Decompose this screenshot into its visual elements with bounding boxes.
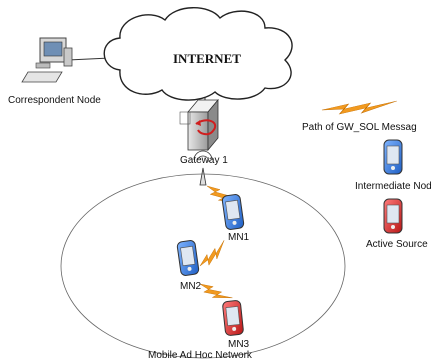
- link-computer-cloud: [67, 57, 111, 61]
- legend-path-bolt-icon: [320, 99, 398, 116]
- computer-icon: [21, 37, 73, 83]
- correspondent-node-label: Correspondent Node: [8, 95, 101, 106]
- internet-label: INTERNET: [173, 51, 241, 66]
- legend-intermediate-phone-icon: [383, 139, 403, 175]
- mn3-label: MN3: [228, 339, 250, 350]
- mn1-phone-icon: [221, 193, 245, 231]
- mn2-phone-icon: [176, 239, 200, 277]
- path-bolt-mn1-mn2: [194, 239, 232, 270]
- network-label: Mobile Ad Hoc Network: [148, 350, 253, 360]
- gateway-label: Gateway 1: [180, 155, 228, 166]
- manet-boundary: [60, 173, 346, 359]
- mn1-label: MN1: [228, 232, 250, 243]
- legend-active-label: Active Source: [366, 239, 428, 250]
- legend: Path of GW_SOL Messag Intermediate Node …: [302, 99, 431, 250]
- mn3-phone-icon: [221, 299, 245, 337]
- legend-intermediate-label: Intermediate Node: [355, 181, 431, 192]
- gateway-server-icon: [179, 98, 219, 152]
- internet-cloud: [103, 7, 293, 101]
- legend-path-label: Path of GW_SOL Messag: [302, 122, 417, 133]
- antenna-icon: [193, 150, 213, 186]
- legend-active-phone-icon: [383, 198, 403, 234]
- mn2-label: MN2: [180, 281, 202, 292]
